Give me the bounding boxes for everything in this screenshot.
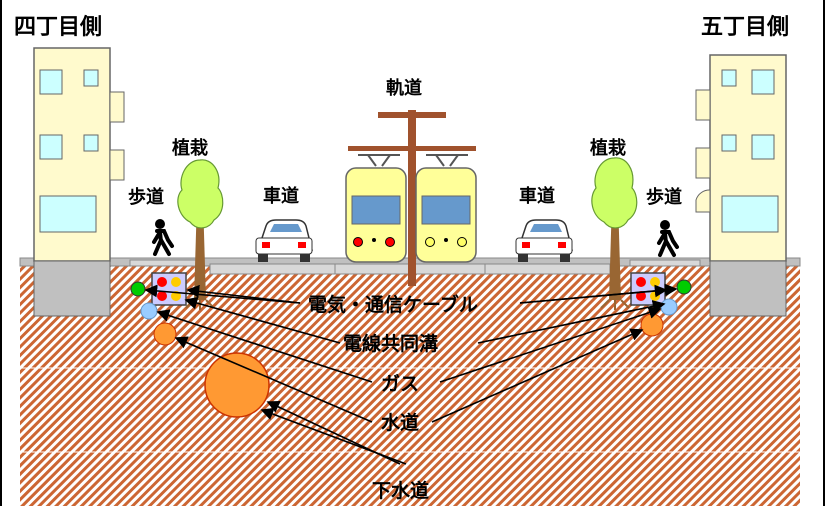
sewer-pipe (204, 352, 270, 418)
roadway-right-label: 車道 (519, 185, 555, 207)
utility-pole (348, 110, 476, 286)
tree-right (591, 157, 638, 310)
car-right (515, 219, 573, 262)
trees-left-label: 植栽 (172, 137, 208, 159)
power-cable-right (676, 279, 692, 295)
tram-right (415, 154, 477, 263)
cable-conduit-left (151, 272, 187, 306)
sidewalk-right-label: 歩道 (646, 186, 682, 208)
trees-right-label: 植栽 (590, 137, 626, 159)
tram-left (345, 154, 407, 263)
gas-pipe-right (660, 298, 678, 316)
leader-arrows (144, 283, 678, 465)
pedestrian-right-icon (657, 220, 679, 257)
pedestrian-left-icon (152, 219, 174, 256)
car-left (255, 219, 313, 262)
sidewalk-left (129, 259, 201, 267)
sidewalk-left-label: 歩道 (128, 186, 164, 208)
building-left (33, 47, 125, 317)
right-district-label: 五丁目側 (701, 15, 789, 40)
roadway-left-label: 車道 (263, 185, 299, 207)
building-right (695, 54, 787, 317)
power-telecom-cable-label: 電気・通信ケーブル (308, 293, 478, 316)
power-cable-left (130, 281, 146, 297)
water-pipe-right (640, 313, 664, 337)
roadway-left-slab (209, 263, 336, 275)
cable-conduit-right (630, 272, 666, 306)
gas-pipe-left (140, 302, 158, 320)
tree-left (177, 159, 224, 310)
roadway-right-slab (484, 263, 611, 275)
sewer-label: 下水道 (372, 479, 429, 502)
gas-label: ガス (381, 373, 419, 395)
tramway-label: 軌道 (386, 77, 422, 99)
sidewalk-right (629, 259, 701, 267)
water-label: 水道 (381, 411, 419, 434)
left-district-label: 四丁目側 (14, 15, 102, 40)
water-pipe-left (153, 322, 177, 346)
cable-conduit-label: 電線共同溝 (343, 332, 438, 355)
